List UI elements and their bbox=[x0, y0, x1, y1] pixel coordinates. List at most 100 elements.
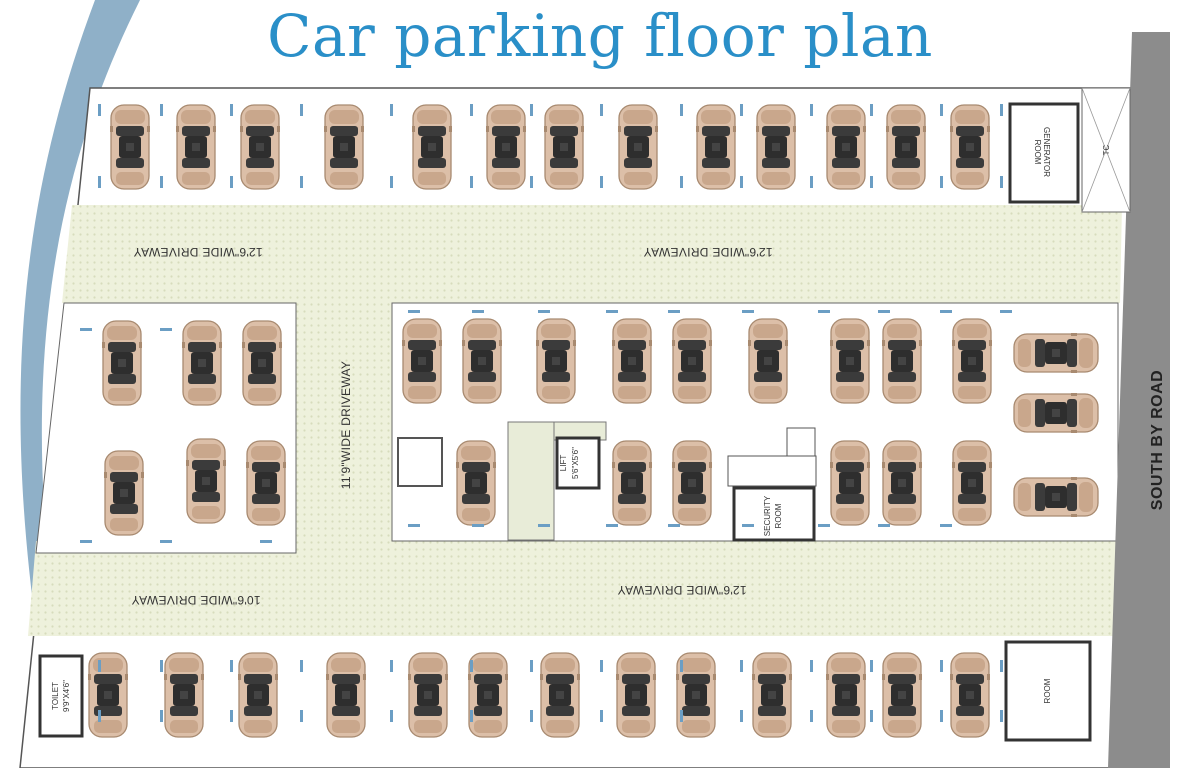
slot-marker bbox=[160, 710, 163, 722]
slot-marker bbox=[230, 710, 233, 722]
parked-car bbox=[468, 652, 508, 738]
slot-marker bbox=[160, 104, 163, 116]
slot-marker bbox=[940, 524, 952, 527]
slot-marker bbox=[818, 310, 830, 313]
parked-car bbox=[104, 450, 144, 536]
toilet-label: TOILET bbox=[51, 682, 60, 710]
parked-car bbox=[826, 652, 866, 738]
parked-car bbox=[1013, 393, 1099, 433]
parked-car bbox=[544, 104, 584, 190]
slot-marker bbox=[472, 310, 484, 313]
slot-marker bbox=[80, 328, 92, 331]
parked-car bbox=[238, 652, 278, 738]
slot-marker bbox=[160, 328, 172, 331]
slot-marker bbox=[1000, 310, 1012, 313]
slot-marker bbox=[742, 524, 754, 527]
parked-car bbox=[240, 104, 280, 190]
slot-marker bbox=[390, 176, 393, 188]
parked-car bbox=[402, 318, 442, 404]
slot-marker bbox=[740, 104, 743, 116]
parked-car bbox=[618, 104, 658, 190]
parked-car bbox=[176, 104, 216, 190]
left-parking-block bbox=[35, 302, 297, 554]
slot-marker bbox=[390, 104, 393, 116]
slot-marker bbox=[98, 660, 101, 672]
parked-car bbox=[830, 318, 870, 404]
slot-marker bbox=[940, 660, 943, 672]
parked-car bbox=[950, 652, 990, 738]
parked-car bbox=[882, 318, 922, 404]
parked-car bbox=[882, 652, 922, 738]
parked-car bbox=[186, 438, 226, 524]
toilet bbox=[38, 654, 84, 738]
slot-marker bbox=[940, 104, 943, 116]
parked-car bbox=[826, 104, 866, 190]
slot-marker bbox=[300, 176, 303, 188]
slot-marker bbox=[742, 310, 754, 313]
parked-car bbox=[326, 652, 366, 738]
room-bottom-right bbox=[1004, 640, 1092, 742]
slot-marker bbox=[1000, 710, 1003, 722]
slot-marker bbox=[538, 524, 550, 527]
generator-room-label-2: ROOM bbox=[1033, 140, 1042, 165]
slot-marker bbox=[470, 176, 473, 188]
stairs-left bbox=[507, 421, 555, 541]
slot-marker bbox=[472, 524, 484, 527]
parked-car bbox=[616, 652, 656, 738]
slot-marker bbox=[1000, 660, 1003, 672]
slot-marker bbox=[878, 524, 890, 527]
slot-marker bbox=[606, 524, 618, 527]
south-road bbox=[1108, 32, 1170, 768]
slot-marker bbox=[940, 310, 952, 313]
slot-marker bbox=[530, 176, 533, 188]
parked-car bbox=[164, 652, 204, 738]
slot-marker bbox=[680, 176, 683, 188]
slot-marker bbox=[940, 176, 943, 188]
parked-car bbox=[952, 440, 992, 526]
slot-marker bbox=[810, 104, 813, 116]
slot-marker bbox=[98, 710, 101, 722]
slot-marker bbox=[530, 104, 533, 116]
security-room-label-2: ROOM bbox=[774, 503, 783, 528]
shaft-box bbox=[397, 437, 443, 487]
parked-car bbox=[456, 440, 496, 526]
parked-car bbox=[950, 104, 990, 190]
slot-marker bbox=[740, 660, 743, 672]
slot-marker bbox=[810, 660, 813, 672]
road-label: SOUTH BY ROAD bbox=[1149, 370, 1166, 510]
parked-car bbox=[612, 318, 652, 404]
parked-car bbox=[246, 440, 286, 526]
parked-car bbox=[182, 320, 222, 406]
slot-marker bbox=[680, 710, 683, 722]
parked-car bbox=[1013, 477, 1099, 517]
slot-marker bbox=[600, 104, 603, 116]
slot-marker bbox=[818, 524, 830, 527]
slot-marker bbox=[600, 660, 603, 672]
slot-markers bbox=[80, 104, 1012, 722]
slot-marker bbox=[810, 176, 813, 188]
parked-car bbox=[756, 104, 796, 190]
slot-marker bbox=[530, 660, 533, 672]
parked-car bbox=[696, 104, 736, 190]
slot-marker bbox=[870, 104, 873, 116]
parked-car bbox=[752, 652, 792, 738]
security-room-label-1: SECURITY bbox=[763, 495, 772, 536]
slot-marker bbox=[810, 710, 813, 722]
parked-car bbox=[952, 318, 992, 404]
parked-car bbox=[748, 318, 788, 404]
slot-marker bbox=[230, 660, 233, 672]
parked-car bbox=[462, 318, 502, 404]
parked-car bbox=[882, 440, 922, 526]
border-curve bbox=[20, 0, 140, 768]
driveway-label-top-right: 12'6"WIDE DRIVEWAY bbox=[643, 245, 772, 259]
lift-size: 5'6"X5'6" bbox=[571, 447, 580, 479]
slot-marker bbox=[98, 176, 101, 188]
slot-marker bbox=[390, 660, 393, 672]
driveway-label-bottom-right: 12'6"WIDE DRIVEWAY bbox=[617, 583, 746, 597]
slot-marker bbox=[408, 524, 420, 527]
parked-car bbox=[612, 440, 652, 526]
slot-marker bbox=[230, 176, 233, 188]
bottom-driveway bbox=[28, 541, 1116, 636]
parked-car bbox=[408, 652, 448, 738]
